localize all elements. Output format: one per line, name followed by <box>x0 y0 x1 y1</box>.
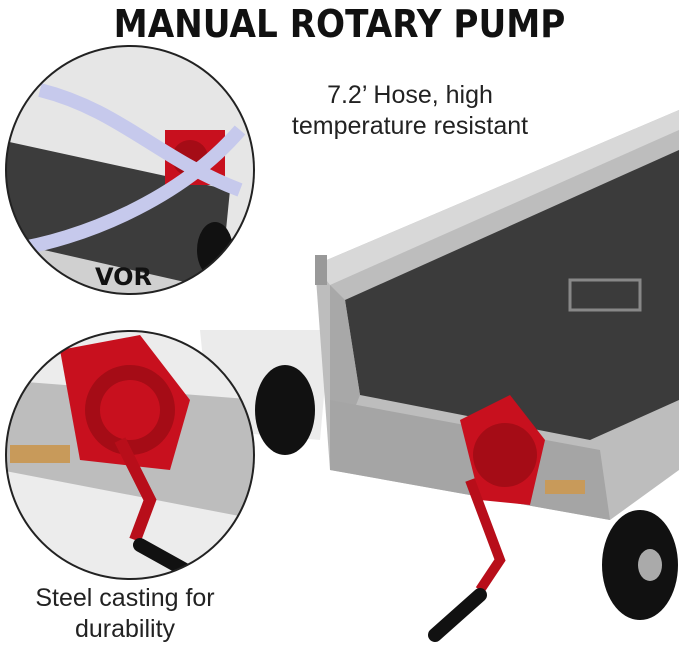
wheel <box>255 365 315 455</box>
crank-handle <box>428 588 487 642</box>
page-title: MANUAL ROTARY PUMP <box>113 2 566 46</box>
callout-line: 7.2’ Hose, high <box>327 81 493 109</box>
inset-border <box>5 45 255 295</box>
mesh-tray <box>345 150 679 440</box>
oil-drain-cart <box>315 110 679 520</box>
inset-border <box>5 330 255 580</box>
tray-handle <box>568 278 642 312</box>
hose-fitting <box>315 255 327 285</box>
callout-line: durability <box>74 615 176 643</box>
callout-line: Steel casting for <box>35 584 215 612</box>
casting-callout: Steel casting for durability <box>0 583 250 645</box>
hose-detail-inset: VOR <box>6 46 254 294</box>
pump-detail-inset <box>6 331 254 579</box>
hose-callout: 7.2’ Hose, high temperature resistant <box>250 80 570 142</box>
logo-text: VOR <box>95 263 152 291</box>
rotary-pump <box>428 395 585 642</box>
callout-line: temperature resistant <box>291 112 529 140</box>
